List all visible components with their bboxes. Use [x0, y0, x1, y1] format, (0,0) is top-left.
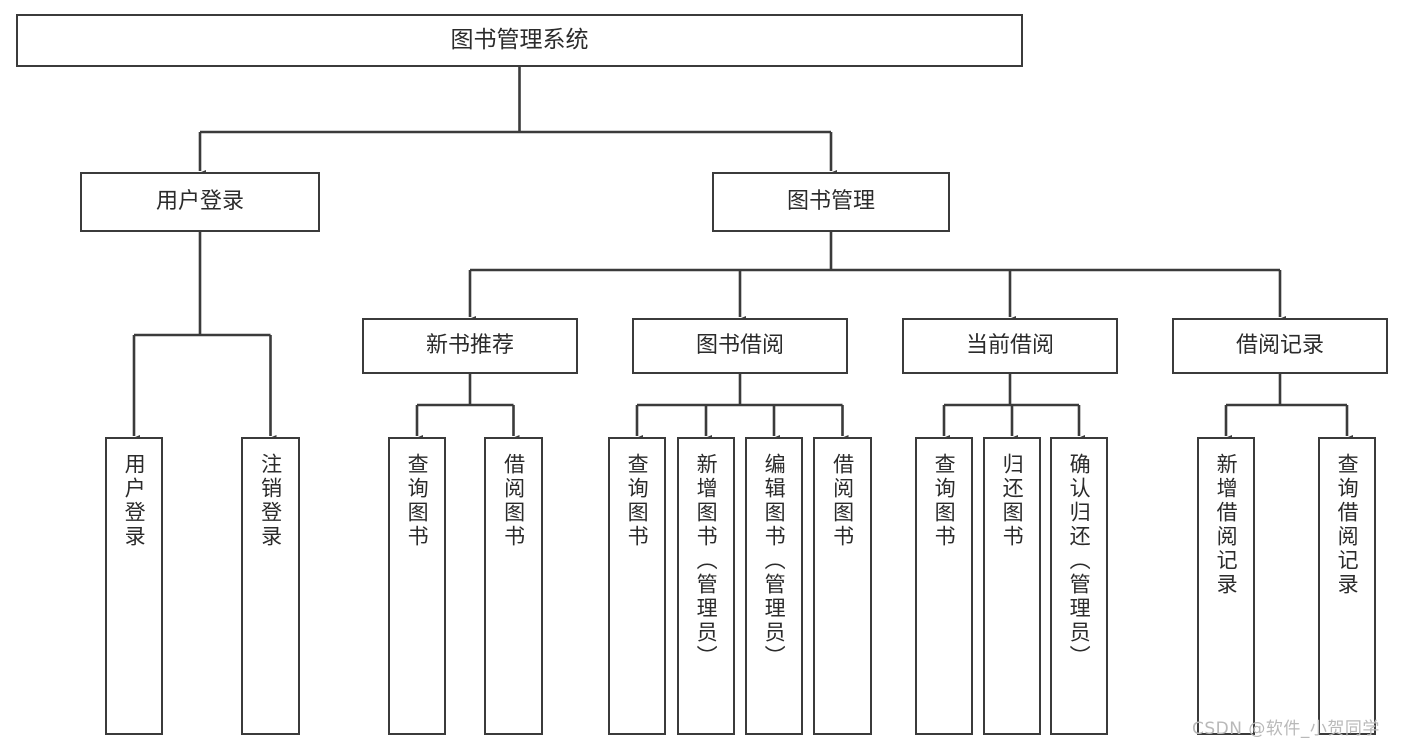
- node-root[interactable]: 图书管理系统: [16, 14, 1023, 67]
- node-leaf-0[interactable]: 用户登录: [105, 437, 163, 735]
- node-label: 图书管理: [786, 189, 875, 215]
- node-label: 编辑图书（管理员）: [762, 453, 787, 669]
- node-label: 借阅记录: [1235, 333, 1324, 359]
- node-label: 当前借阅: [965, 333, 1054, 359]
- node-label: 查询图书: [625, 453, 650, 549]
- node-leaf-6[interactable]: 编辑图书（管理员）: [745, 437, 803, 735]
- node-l2-3[interactable]: 借阅记录: [1172, 318, 1388, 374]
- node-leaf-2[interactable]: 查询图书: [388, 437, 446, 735]
- watermark-label: CSDN @软件_小贺同学: [1192, 719, 1380, 739]
- node-label: 借阅图书: [830, 453, 855, 549]
- node-label: 图书借阅: [695, 333, 784, 359]
- node-leaf-8[interactable]: 查询图书: [915, 437, 973, 735]
- node-leaf-5[interactable]: 新增图书（管理员）: [677, 437, 735, 735]
- node-label: 借阅图书: [501, 453, 526, 549]
- node-l2-1[interactable]: 图书借阅: [632, 318, 848, 374]
- node-leaf-11[interactable]: 新增借阅记录: [1197, 437, 1255, 735]
- node-l2-0[interactable]: 新书推荐: [362, 318, 578, 374]
- node-label: 用户登录: [122, 453, 147, 549]
- connector-lines: [128, 67, 1353, 445]
- node-label: 查询借阅记录: [1335, 453, 1360, 597]
- node-label: 图书管理系统: [450, 27, 589, 54]
- node-label: 用户登录: [155, 189, 244, 215]
- node-l2-2[interactable]: 当前借阅: [902, 318, 1118, 374]
- node-leaf-7[interactable]: 借阅图书: [813, 437, 872, 735]
- node-leaf-12[interactable]: 查询借阅记录: [1318, 437, 1376, 735]
- node-leaf-1[interactable]: 注销登录: [241, 437, 300, 735]
- node-label: 查询图书: [932, 453, 957, 549]
- node-label: 确认归还（管理员）: [1067, 453, 1092, 669]
- node-label: 新增借阅记录: [1214, 453, 1239, 597]
- node-leaf-9[interactable]: 归还图书: [983, 437, 1041, 735]
- node-label: 查询图书: [405, 453, 430, 549]
- node-l1-0[interactable]: 用户登录: [80, 172, 320, 232]
- node-l1-1[interactable]: 图书管理: [712, 172, 950, 232]
- node-leaf-4[interactable]: 查询图书: [608, 437, 666, 735]
- node-leaf-10[interactable]: 确认归还（管理员）: [1050, 437, 1108, 735]
- node-label: 注销登录: [258, 453, 283, 549]
- node-label: 新增图书（管理员）: [694, 453, 719, 669]
- node-label: 新书推荐: [425, 333, 514, 359]
- node-leaf-3[interactable]: 借阅图书: [484, 437, 543, 735]
- node-label: 归还图书: [1000, 453, 1025, 549]
